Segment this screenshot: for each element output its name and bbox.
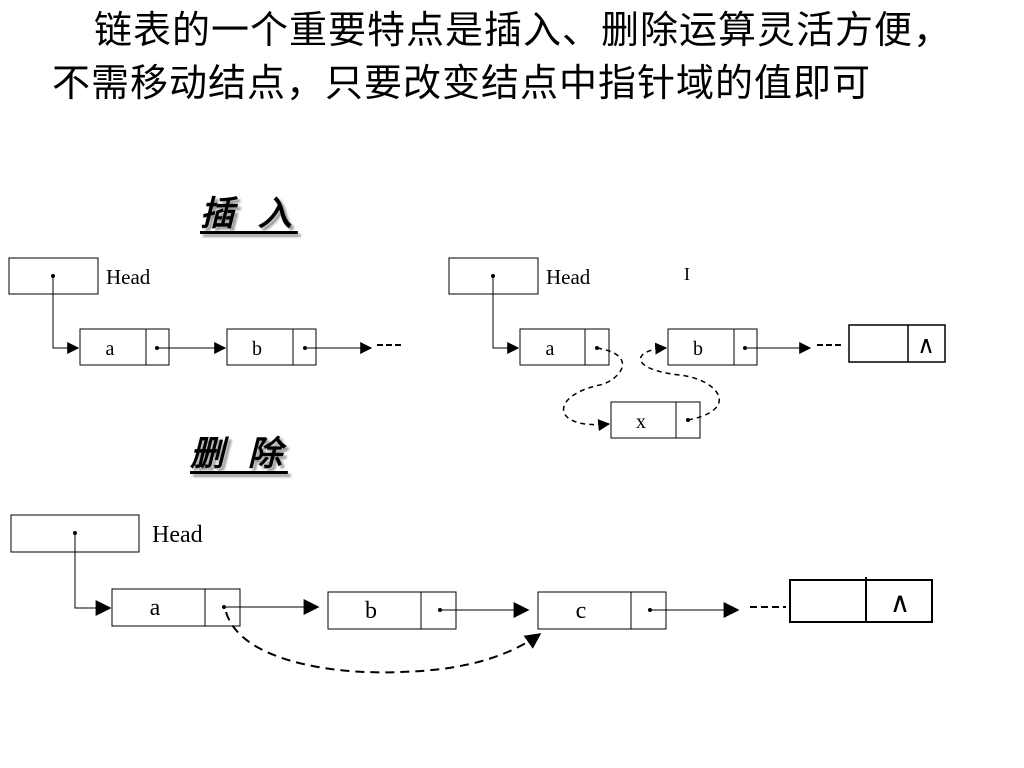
node-data-b: b [365, 598, 377, 624]
intro-paragraph: 链表的一个重要特点是插入、删除运算灵活方便，不需移动结点，只要改变结点中指针域的… [52, 8, 953, 105]
dashed-bypass-link [225, 611, 542, 674]
node-data-b: b [693, 338, 703, 360]
insert-before-group: Head a b [8, 257, 403, 366]
stray-mark: I [684, 264, 690, 284]
dashed-link-a-to-x [562, 347, 624, 432]
delete-group: Head a b c ∧ [10, 514, 933, 674]
node-data-a: a [546, 338, 555, 360]
head-label: Head [152, 522, 203, 548]
node-box [111, 588, 241, 627]
new-node-box [610, 401, 701, 439]
dashed-link-x-to-b [639, 342, 721, 421]
node-box [226, 328, 317, 366]
insert-heading: 插 入 [200, 194, 298, 234]
insert-after-group: Head I a b ∧ x [448, 257, 946, 439]
node-box [79, 328, 170, 366]
node-data-a: a [106, 338, 115, 360]
head-label: Head [546, 265, 591, 289]
tail-node-box [789, 579, 933, 623]
node-data-b: b [252, 338, 262, 360]
node-data-a: a [150, 595, 161, 621]
node-box [667, 328, 758, 366]
node-data-c: c [576, 598, 587, 624]
head-label: Head [106, 265, 151, 289]
null-symbol: ∧ [890, 588, 911, 619]
tail-node-box [848, 324, 946, 363]
node-data-x: x [636, 411, 646, 433]
head-link [492, 276, 520, 354]
node-box [537, 591, 667, 630]
null-symbol: ∧ [917, 333, 935, 359]
head-link [52, 276, 80, 354]
node-box [327, 591, 457, 630]
node-box [519, 328, 610, 366]
head-link [74, 533, 112, 616]
delete-heading: 删 除 [190, 434, 288, 474]
